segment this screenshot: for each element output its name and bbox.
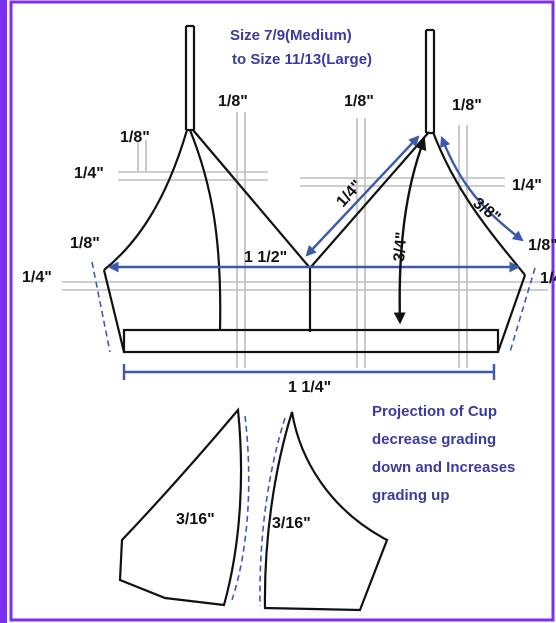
right-side-seam: [496, 274, 527, 353]
label-left-side-quarter: 1/4": [22, 269, 52, 286]
label-center-width: 1 1/2": [244, 249, 287, 266]
label-cup-left: 3/16": [176, 511, 215, 528]
cup-depth-arrow: [393, 137, 427, 325]
note-line3: down and Increases: [372, 459, 515, 476]
frame-left-bar: [0, 0, 7, 623]
left-cup-seam: [188, 129, 222, 331]
right-cup-piece: [263, 411, 389, 612]
left-cup-outer: [103, 129, 189, 271]
label-cup-right: 3/16": [272, 515, 311, 532]
label-strap-left-top: 1/8": [218, 93, 248, 110]
bra-pattern-outline: [102, 24, 527, 354]
label-right-side-top: 1/8": [528, 237, 556, 254]
label-left-upper: 1/8": [120, 129, 150, 146]
shoulder-arrow: [440, 135, 524, 242]
label-diagonal: 1/4": [333, 177, 366, 211]
center-right-edge: [309, 131, 430, 269]
size-range-line1: Size 7/9(Medium): [230, 27, 352, 44]
size-range-line2: to Size 11/13(Large): [232, 51, 372, 68]
center-left-edge: [192, 129, 311, 269]
left-cup-piece: [118, 407, 243, 607]
label-strap-right-top: 1/8": [452, 97, 482, 114]
note-line4: grading up: [372, 487, 450, 504]
label-strap-center-top: 1/8": [344, 93, 374, 110]
label-cup-depth: 3/4": [391, 231, 411, 262]
graded-side-left: [91, 261, 111, 353]
note-line2: decrease grading: [372, 431, 496, 448]
cup-pieces: [118, 407, 389, 612]
label-band: 1 1/4": [288, 379, 331, 396]
graded-side-right: [509, 267, 536, 353]
label-right-side-quarter: 1/4: [540, 270, 556, 287]
left-side-seam: [102, 269, 126, 353]
label-right-quarter: 1/4": [512, 177, 542, 194]
underband: [122, 328, 500, 354]
projection-note: Projection of Cup decrease grading down …: [372, 403, 515, 504]
note-line1: Projection of Cup: [372, 403, 497, 420]
label-left-quarter: 1/4": [74, 165, 104, 182]
right-cup-graded: [259, 417, 286, 607]
left-cup-graded: [231, 415, 250, 601]
grading-arrows: [107, 135, 524, 380]
label-left-side-top: 1/8": [70, 235, 100, 252]
frame-border: [9, 0, 555, 622]
